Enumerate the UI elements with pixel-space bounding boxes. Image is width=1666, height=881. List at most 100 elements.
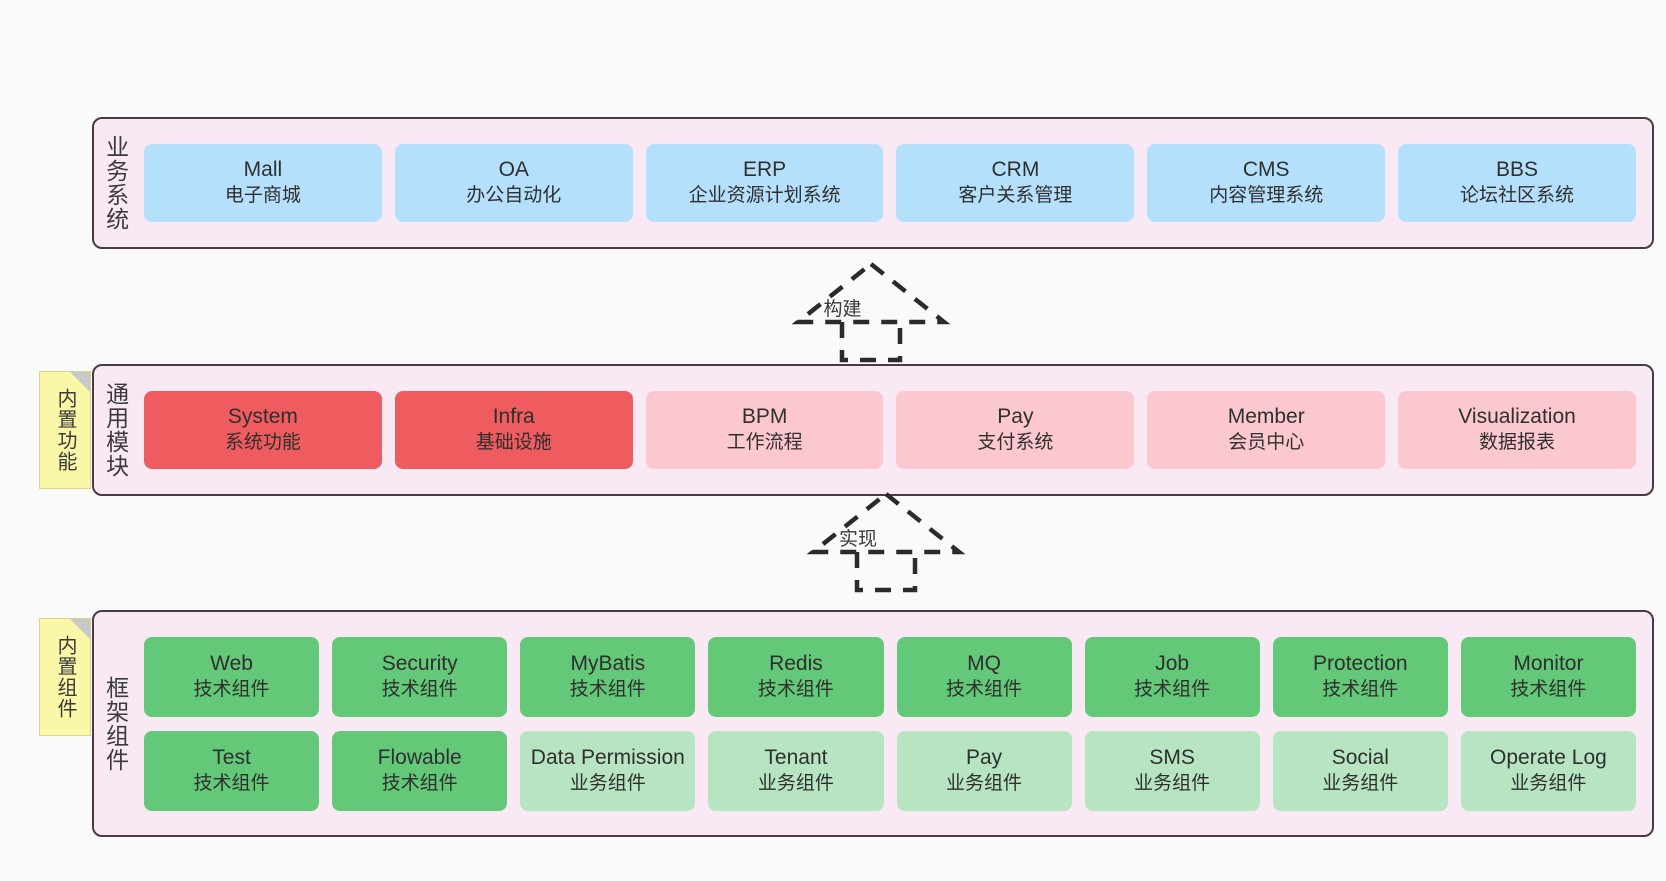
framework-item-data-permission-desc: 业务组件 — [569, 772, 646, 794]
framework-item-job-desc: 技术组件 — [1134, 678, 1211, 700]
note-fold-icon — [70, 619, 90, 639]
common-item-pay-desc: 支付系统 — [977, 432, 1054, 454]
business-item-cms[interactable]: CMS 内容管理系统 — [1147, 144, 1386, 222]
layer-business-system[interactable]: 业务系统 Mall 电子商城 OA 办公自动化 ERP 企业资源计划系统 CRM… — [92, 117, 1654, 249]
framework-item-monitor[interactable]: Monitor 技术组件 — [1460, 636, 1636, 717]
business-item-bbs-name: BBS — [1496, 158, 1539, 182]
common-item-infra-name: Infra — [492, 405, 535, 429]
common-item-visualization-desc: 数据报表 — [1479, 432, 1556, 454]
framework-item-test-desc: 技术组件 — [193, 772, 270, 794]
business-item-crm-desc: 客户关系管理 — [958, 185, 1073, 207]
business-item-cms-desc: 内容管理系统 — [1209, 185, 1324, 207]
framework-item-redis-desc: 技术组件 — [757, 678, 834, 700]
note-builtin-features: 内置功能 — [39, 371, 91, 489]
framework-item-data-permission[interactable]: Data Permission 业务组件 — [520, 730, 696, 811]
framework-item-pay-name: Pay — [965, 745, 1003, 769]
layer-framework-component[interactable]: 框架组件 Web 技术组件 Security 技术组件 MyBatis 技术组件… — [92, 610, 1654, 837]
framework-item-redis[interactable]: Redis 技术组件 — [708, 636, 884, 717]
business-item-crm-name: CRM — [991, 158, 1040, 182]
framework-item-web-desc: 技术组件 — [193, 678, 270, 700]
framework-item-flowable-name: Flowable — [377, 745, 462, 769]
layer-common-module[interactable]: 通用模块 System 系统功能 Infra 基础设施 BPM 工作流程 Pay… — [92, 364, 1654, 496]
layer-framework-title: 框架组件 — [102, 675, 129, 772]
business-item-mall-desc: 电子商城 — [224, 185, 301, 207]
framework-item-web-name: Web — [210, 651, 253, 675]
common-item-system-name: System — [227, 405, 298, 429]
business-item-oa[interactable]: OA 办公自动化 — [394, 144, 633, 222]
common-item-member[interactable]: Member 会员中心 — [1147, 391, 1386, 469]
business-item-cms-name: CMS — [1242, 158, 1290, 182]
business-item-bbs[interactable]: BBS 论坛社区系统 — [1398, 144, 1636, 222]
note-builtin-components-label: 内置组件 — [54, 635, 76, 719]
framework-item-job[interactable]: Job 技术组件 — [1084, 636, 1260, 717]
business-item-erp-desc: 企业资源计划系统 — [688, 185, 841, 207]
common-item-pay[interactable]: Pay 支付系统 — [896, 391, 1135, 469]
framework-item-data-permission-name: Data Permission — [530, 745, 685, 769]
framework-item-pay[interactable]: Pay 业务组件 — [896, 730, 1072, 811]
framework-item-social[interactable]: Social 业务组件 — [1272, 730, 1448, 811]
common-item-system-desc: 系统功能 — [224, 432, 301, 454]
common-item-bpm[interactable]: BPM 工作流程 — [645, 391, 884, 469]
framework-row-business: Test 技术组件 Flowable 技术组件 Data Permission … — [144, 730, 1636, 811]
common-item-member-name: Member — [1227, 405, 1305, 429]
layer-business-title: 业务系统 — [102, 135, 129, 231]
business-item-oa-name: OA — [498, 158, 529, 182]
layer-business-items: Mall 电子商城 OA 办公自动化 ERP 企业资源计划系统 CRM 客户关系… — [136, 119, 1652, 247]
business-item-mall-name: Mall — [243, 158, 283, 182]
business-item-erp-name: ERP — [742, 158, 787, 182]
framework-item-operate-log-desc: 业务组件 — [1510, 772, 1587, 794]
common-item-bpm-desc: 工作流程 — [726, 432, 803, 454]
common-item-visualization-name: Visualization — [1458, 405, 1576, 429]
framework-item-redis-name: Redis — [769, 651, 823, 675]
common-item-pay-name: Pay — [997, 405, 1034, 429]
common-item-infra-desc: 基础设施 — [475, 432, 552, 454]
framework-item-security-desc: 技术组件 — [381, 678, 458, 700]
framework-item-protection[interactable]: Protection 技术组件 — [1272, 636, 1448, 717]
framework-item-web[interactable]: Web 技术组件 — [144, 636, 320, 717]
framework-item-security-name: Security — [381, 651, 458, 675]
framework-row-technical: Web 技术组件 Security 技术组件 MyBatis 技术组件 Redi… — [144, 636, 1636, 717]
framework-item-security[interactable]: Security 技术组件 — [332, 636, 508, 717]
framework-item-mq-name: MQ — [967, 651, 1001, 675]
framework-item-sms[interactable]: SMS 业务组件 — [1084, 730, 1260, 811]
framework-item-protection-name: Protection — [1313, 651, 1408, 675]
framework-item-tenant-name: Tenant — [764, 745, 828, 769]
framework-item-monitor-name: Monitor — [1513, 651, 1584, 675]
connector-stem-icon — [854, 552, 918, 593]
business-item-erp[interactable]: ERP 企业资源计划系统 — [645, 144, 884, 222]
business-item-mall[interactable]: Mall 电子商城 — [144, 144, 382, 222]
business-item-bbs-desc: 论坛社区系统 — [1460, 185, 1575, 207]
framework-item-monitor-desc: 技术组件 — [1510, 678, 1587, 700]
layer-framework-items: Web 技术组件 Security 技术组件 MyBatis 技术组件 Redi… — [136, 612, 1652, 835]
generalization-arrowhead-icon — [791, 261, 950, 325]
framework-item-operate-log[interactable]: Operate Log 业务组件 — [1460, 730, 1636, 811]
framework-item-flowable[interactable]: Flowable 技术组件 — [332, 730, 508, 811]
generalization-arrowhead-icon — [806, 491, 966, 555]
framework-item-protection-desc: 技术组件 — [1322, 678, 1399, 700]
framework-item-mybatis[interactable]: MyBatis 技术组件 — [520, 636, 696, 717]
business-item-oa-desc: 办公自动化 — [466, 185, 562, 207]
common-item-bpm-name: BPM — [741, 405, 788, 429]
common-item-member-desc: 会员中心 — [1228, 432, 1305, 454]
note-builtin-features-label: 内置功能 — [54, 388, 76, 472]
framework-item-mq[interactable]: MQ 技术组件 — [896, 636, 1072, 717]
common-item-visualization[interactable]: Visualization 数据报表 — [1398, 391, 1636, 469]
framework-item-tenant[interactable]: Tenant 业务组件 — [708, 730, 884, 811]
business-item-crm[interactable]: CRM 客户关系管理 — [896, 144, 1135, 222]
connector-realize-label: 实现 — [839, 529, 878, 550]
connector-build: 构建 — [791, 261, 950, 363]
framework-item-flowable-desc: 技术组件 — [381, 772, 458, 794]
framework-item-test-name: Test — [212, 745, 251, 769]
common-item-system[interactable]: System 系统功能 — [144, 391, 382, 469]
framework-item-mybatis-desc: 技术组件 — [569, 678, 646, 700]
common-item-infra[interactable]: Infra 基础设施 — [394, 391, 633, 469]
framework-item-test[interactable]: Test 技术组件 — [144, 730, 320, 811]
framework-item-sms-desc: 业务组件 — [1134, 772, 1211, 794]
connector-stem-icon — [839, 322, 902, 363]
note-builtin-components: 内置组件 — [39, 618, 91, 736]
connector-realize: 实现 — [806, 491, 966, 593]
note-fold-icon — [70, 372, 90, 392]
layer-common-items: System 系统功能 Infra 基础设施 BPM 工作流程 Pay 支付系统… — [136, 366, 1652, 494]
framework-item-sms-name: SMS — [1149, 745, 1195, 769]
